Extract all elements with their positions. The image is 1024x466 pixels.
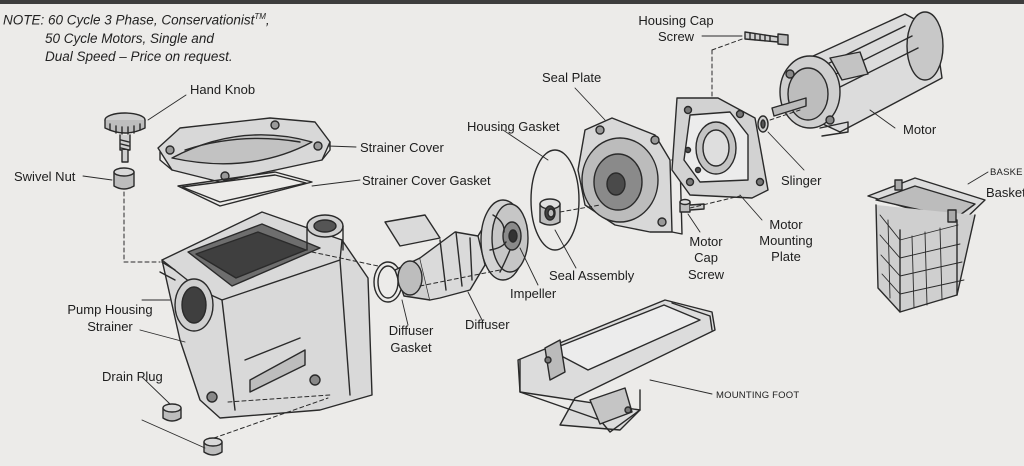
- seal-plate-part: [577, 117, 683, 235]
- label-seal-assembly: Seal Assembly: [549, 268, 635, 283]
- motor-cap-screw-part: [679, 198, 705, 213]
- label-diffuser: Diffuser: [465, 317, 510, 332]
- trademark-mark: TM: [254, 12, 266, 21]
- label-strainer-cover-gasket: Strainer Cover Gasket: [362, 173, 491, 188]
- alignment-lines: [123, 37, 801, 439]
- label-motor-mounting-plate-3: Plate: [771, 249, 801, 264]
- label-drain-plug: Drain Plug: [102, 369, 163, 384]
- note-line-2: 50 Cycle Motors, Single and: [45, 30, 214, 46]
- label-basket: Basket: [986, 185, 1024, 200]
- swivel-nut-part: [113, 167, 135, 190]
- basket-part: [867, 177, 986, 313]
- hand-knob-part: [104, 112, 146, 163]
- drain-plug-part: [162, 403, 223, 456]
- note-line-3: Dual Speed – Price on request.: [45, 48, 233, 64]
- label-pump-housing-strainer-2: Strainer: [87, 319, 133, 334]
- slinger-part: [757, 115, 769, 133]
- label-impeller: Impeller: [510, 286, 557, 301]
- note-line-1: NOTE: 60 Cycle 3 Phase, Conservationist: [3, 12, 255, 28]
- label-housing-cap-screw-2: Screw: [657, 29, 695, 44]
- label-pump-housing-strainer-1: Pump Housing: [67, 302, 153, 317]
- note-text: NOTE: 60 Cycle 3 Phase, ConservationistT…: [3, 8, 303, 66]
- top-border: [0, 0, 1024, 4]
- impeller-part: [480, 199, 529, 281]
- diffuser-part: [384, 214, 489, 301]
- label-motor-mounting-plate-1: Motor: [769, 217, 803, 232]
- label-mounting-foot: MOUNTING FOOT: [716, 390, 800, 401]
- label-swivel-nut: Swivel Nut: [14, 169, 76, 184]
- label-slinger: Slinger: [781, 173, 822, 188]
- label-hand-knob: Hand Knob: [190, 82, 256, 97]
- seal-assembly-part: [539, 198, 561, 226]
- housing-cap-screw-part: [744, 31, 789, 46]
- label-motor: Motor: [903, 122, 937, 137]
- motor-part: [771, 11, 944, 137]
- mounting-foot-part: [517, 299, 716, 433]
- strainer-cover-gasket-part: [177, 171, 313, 207]
- pump-housing-part: [159, 211, 373, 419]
- label-basket-caps: BASKE: [990, 167, 1023, 178]
- motor-mounting-plate-part: [671, 97, 769, 199]
- label-motor-cap-screw-1: Motor: [689, 234, 723, 249]
- housing-gasket-part: [530, 149, 580, 251]
- label-motor-mounting-plate-2: Mounting: [759, 233, 813, 248]
- label-housing-cap-screw-1: Housing Cap: [638, 13, 714, 28]
- label-strainer-cover: Strainer Cover: [360, 140, 444, 155]
- note-line-1-end: ,: [265, 12, 270, 28]
- label-motor-cap-screw-2: Cap: [694, 250, 718, 265]
- label-motor-cap-screw-3: Screw: [687, 267, 725, 282]
- leader-lines: [82, 35, 989, 449]
- label-diffuser-gasket-1: Diffuser: [388, 323, 434, 338]
- label-diffuser-gasket-2: Gasket: [390, 340, 432, 355]
- strainer-cover-part: [157, 117, 331, 183]
- label-housing-gasket: Housing Gasket: [467, 119, 560, 134]
- label-seal-plate: Seal Plate: [542, 70, 602, 85]
